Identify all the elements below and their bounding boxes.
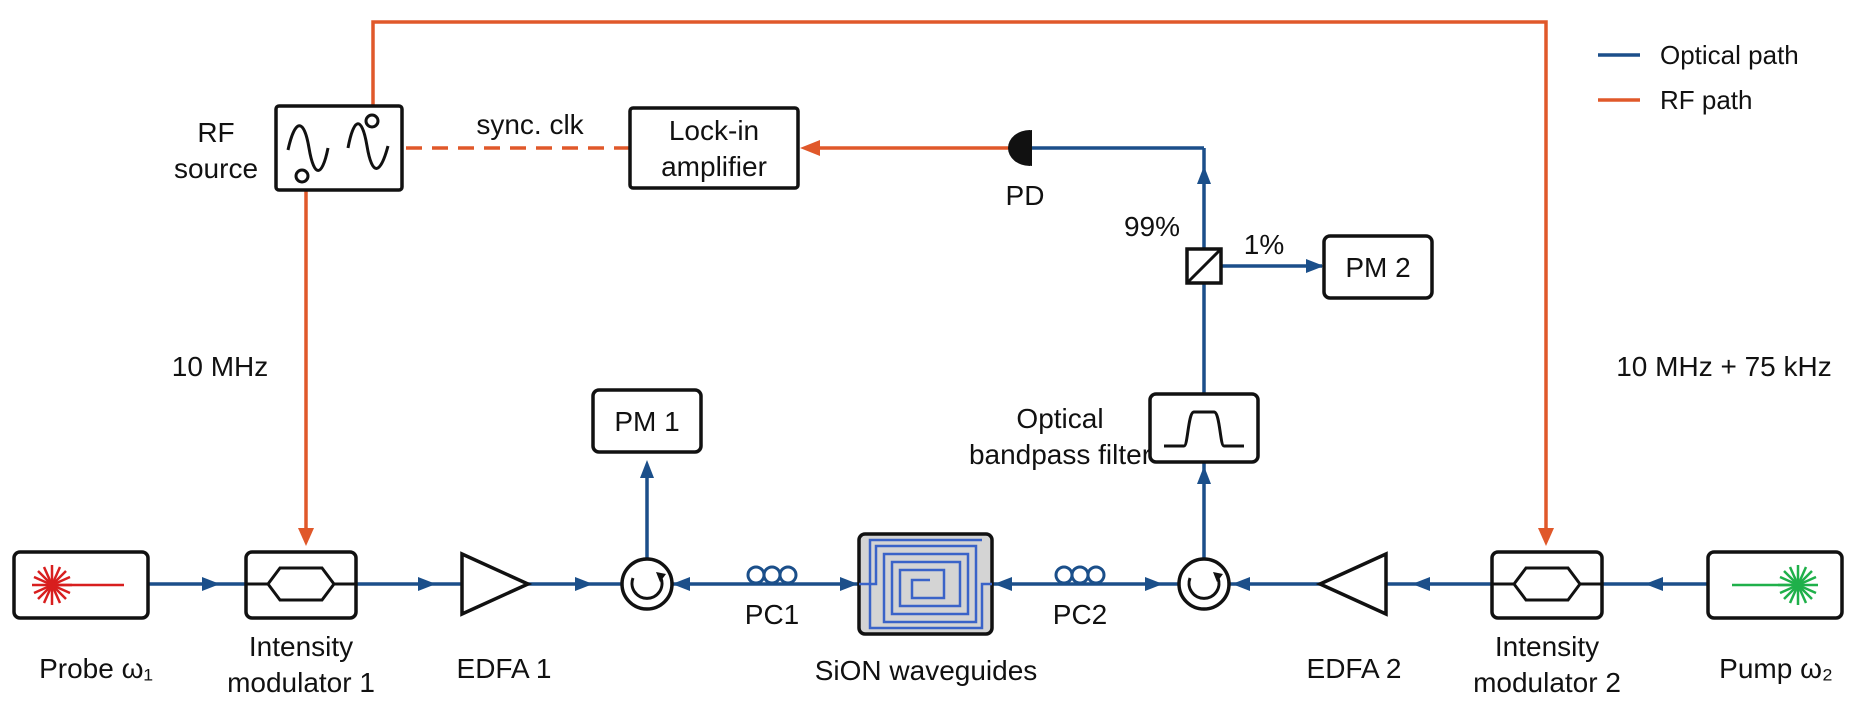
rf-arrow-to-mod1	[298, 528, 314, 546]
optical-arrow	[1197, 166, 1211, 184]
pm1-box	[591, 388, 703, 454]
optical-paths	[148, 146, 1708, 591]
pc2-label: PC2	[1053, 599, 1107, 630]
lockin-amplifier-box	[628, 106, 800, 190]
sine-wave-icon	[346, 122, 390, 170]
sync-clk-label: sync. clk	[476, 109, 584, 140]
pd-label: PD	[1006, 180, 1045, 211]
optical-arrow-to-pm2	[1306, 259, 1324, 273]
circulator-1-arrow-icon	[630, 577, 664, 600]
edfa2-label: EDFA 2	[1307, 653, 1402, 684]
rf-arrow-to-mod2	[1538, 528, 1554, 546]
rf-arrow-to-lockin	[800, 140, 820, 156]
mod1-label-1: Intensity	[249, 631, 353, 662]
circulator-2-icon	[1177, 557, 1231, 611]
pm1-label: PM 1	[614, 406, 679, 437]
optical-arrow	[1145, 577, 1163, 591]
pm2-label: PM 2	[1345, 252, 1410, 283]
polarization-controller-1-icon	[746, 565, 798, 585]
optical-arrow	[575, 577, 593, 591]
legend: Optical path RF path	[1598, 40, 1799, 115]
probe-laser-starburst-icon	[32, 565, 124, 605]
waveguide-label: SiON waveguides	[815, 655, 1038, 686]
rf-line-top-loop	[371, 20, 1548, 534]
rf-paths	[298, 20, 1554, 546]
rf-source-label-1: RF	[197, 117, 234, 148]
pump-laser-starburst-icon	[1732, 565, 1818, 605]
legend-optical-label: Optical path	[1660, 40, 1799, 70]
freq-right-label: 10 MHz + 75 kHz	[1616, 351, 1832, 382]
freq-left-label: 10 MHz	[172, 351, 268, 382]
mod2-label-1: Intensity	[1495, 631, 1599, 662]
mod2-label-2: modulator 2	[1473, 667, 1621, 698]
bandpass-curve-icon	[1164, 410, 1244, 448]
polarization-controller-2-icon	[1054, 565, 1106, 585]
rf-source-label-2: source	[174, 153, 258, 184]
pm2-box	[1322, 234, 1434, 300]
photodetector-body-icon	[1008, 130, 1030, 166]
circulator-1-arrowhead	[656, 572, 666, 582]
optical-arrow	[672, 577, 690, 591]
optical-arrow	[1197, 466, 1211, 484]
circulator-1-icon	[620, 557, 674, 611]
knob-icon	[294, 168, 310, 184]
split-1-label: 1%	[1244, 229, 1284, 260]
optical-arrow	[1645, 577, 1663, 591]
optical-arrow	[840, 577, 858, 591]
edfa2-amplifier-icon	[1315, 551, 1388, 617]
edfa1-label: EDFA 1	[457, 653, 552, 684]
legend-rf-label: RF path	[1660, 85, 1753, 115]
optical-arrow	[1412, 577, 1430, 591]
circulator-2-arrow-icon	[1187, 577, 1221, 600]
optical-arrow	[418, 577, 436, 591]
beam-splitter-diagonal	[1185, 247, 1223, 285]
mach-zehnder-icon	[1492, 566, 1602, 602]
pc1-label: PC1	[745, 599, 799, 630]
rf-source	[274, 104, 404, 192]
knob-icon	[364, 113, 380, 129]
circulator-2-arrowhead	[1213, 572, 1223, 582]
bandpass-filter-box	[1148, 392, 1260, 464]
filter-label-1: Optical	[1016, 403, 1103, 434]
lockin-label-1: Lock-in	[669, 115, 759, 146]
waveguide-spiral-icon	[859, 538, 992, 630]
pump-label: Pump ω₂	[1719, 653, 1833, 684]
optical-arrow	[1232, 577, 1250, 591]
mach-zehnder-icon	[246, 566, 356, 602]
probe-label: Probe ω₁	[39, 653, 153, 684]
edfa1-amplifier-icon	[460, 551, 533, 617]
lockin-label-2: amplifier	[661, 151, 767, 182]
sine-wave-icon	[286, 124, 330, 172]
waveguide-chip	[857, 532, 994, 636]
filter-label-2: bandpass filter	[969, 439, 1151, 470]
optical-arrow-to-pm1	[640, 460, 654, 478]
split-99-label: 99%	[1124, 211, 1180, 242]
optical-arrow	[994, 577, 1012, 591]
mod1-label-2: modulator 1	[227, 667, 375, 698]
optical-arrow	[202, 577, 220, 591]
